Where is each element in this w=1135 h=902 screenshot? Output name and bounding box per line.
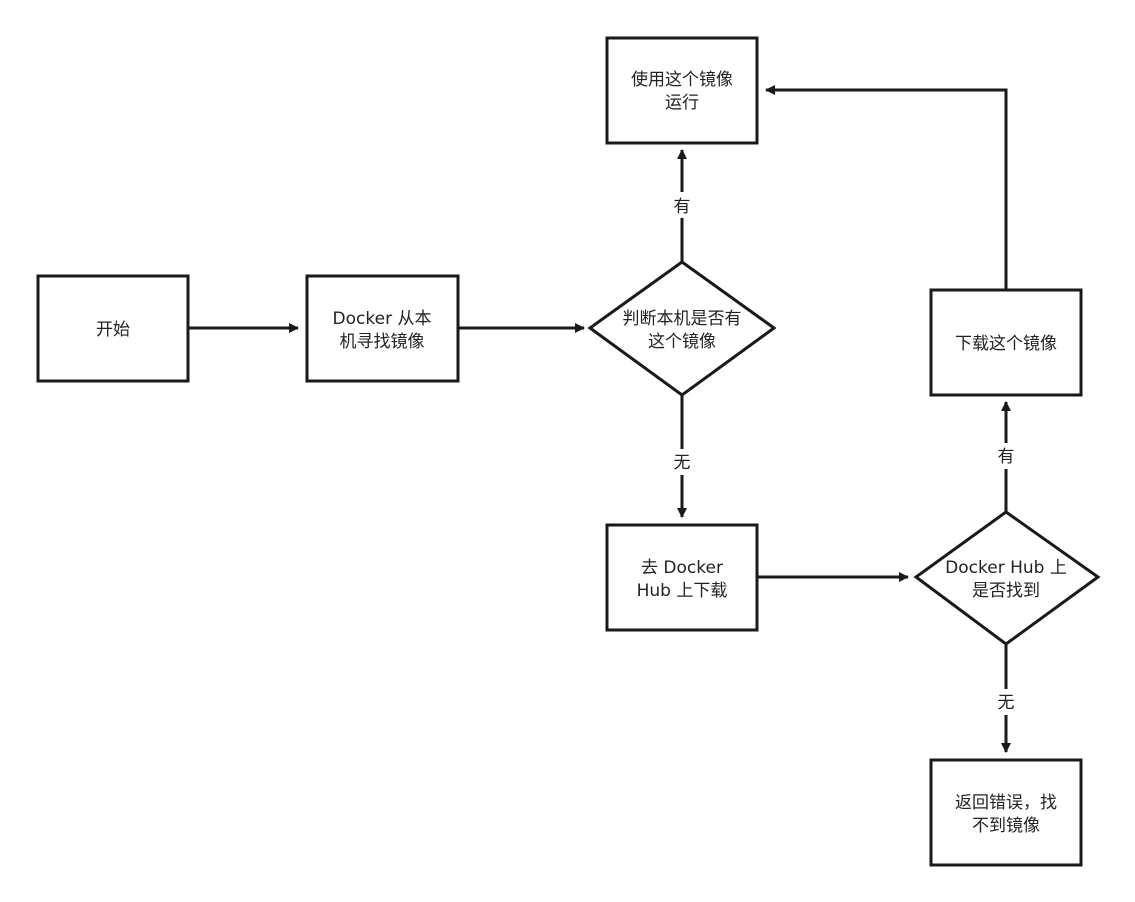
- node-docker-search-line-2: 机寻找镜像: [340, 332, 425, 352]
- node-run-image-line-1: 使用这个镜像: [631, 69, 733, 90]
- edge-label-check-yes: 有: [674, 197, 691, 217]
- edges: [188, 85, 1011, 753]
- node-run-image: 使用这个镜像 运行: [605, 36, 759, 145]
- edge-download-to-run: [765, 85, 1008, 290]
- edge-label-check-no: 无: [674, 453, 691, 473]
- node-error-line-2: 不到镜像: [972, 816, 1040, 836]
- node-local-check-line-1: 判断本机是否有: [623, 309, 742, 329]
- edge-label-bg: [994, 443, 1018, 469]
- node-run-image-line-2: 运行: [665, 93, 699, 113]
- node-local-check-line-2: 这个镜像: [648, 332, 716, 352]
- node-docker-search: Docker 从本 机寻找镜像: [305, 274, 460, 383]
- node-error: 返回错误，找 不到镜像: [929, 758, 1083, 867]
- node-hub-check-line-1: Docker Hub 上: [945, 558, 1067, 578]
- node-start: 开始: [36, 274, 190, 383]
- node-hub-check-line-2: 是否找到: [972, 581, 1040, 601]
- node-error-line-1: 返回错误，找: [955, 793, 1057, 813]
- node-hub-download-line-2: Hub 上下载: [637, 581, 728, 601]
- node-local-check: 判断本机是否有 这个镜像: [587, 260, 777, 397]
- node-download-image-line-1: 下载这个镜像: [955, 334, 1057, 354]
- edge-label-hub-no: 无: [998, 693, 1015, 713]
- edge-labels: 有 无 有 无: [670, 192, 1018, 715]
- edge-label-bg: [670, 449, 694, 475]
- node-hub-check: Docker Hub 上 是否找到: [913, 510, 1101, 646]
- node-start-line-1: 开始: [96, 320, 130, 340]
- node-download-image: 下载这个镜像: [929, 288, 1083, 397]
- edge-label-bg: [994, 689, 1018, 715]
- node-docker-search-line-1: Docker 从本: [333, 309, 432, 329]
- edge-label-hub-yes: 有: [998, 447, 1015, 467]
- node-hub-download-line-1: 去 Docker: [641, 558, 723, 578]
- node-hub-download: 去 Docker Hub 上下载: [605, 523, 759, 632]
- edge-label-bg: [670, 192, 694, 218]
